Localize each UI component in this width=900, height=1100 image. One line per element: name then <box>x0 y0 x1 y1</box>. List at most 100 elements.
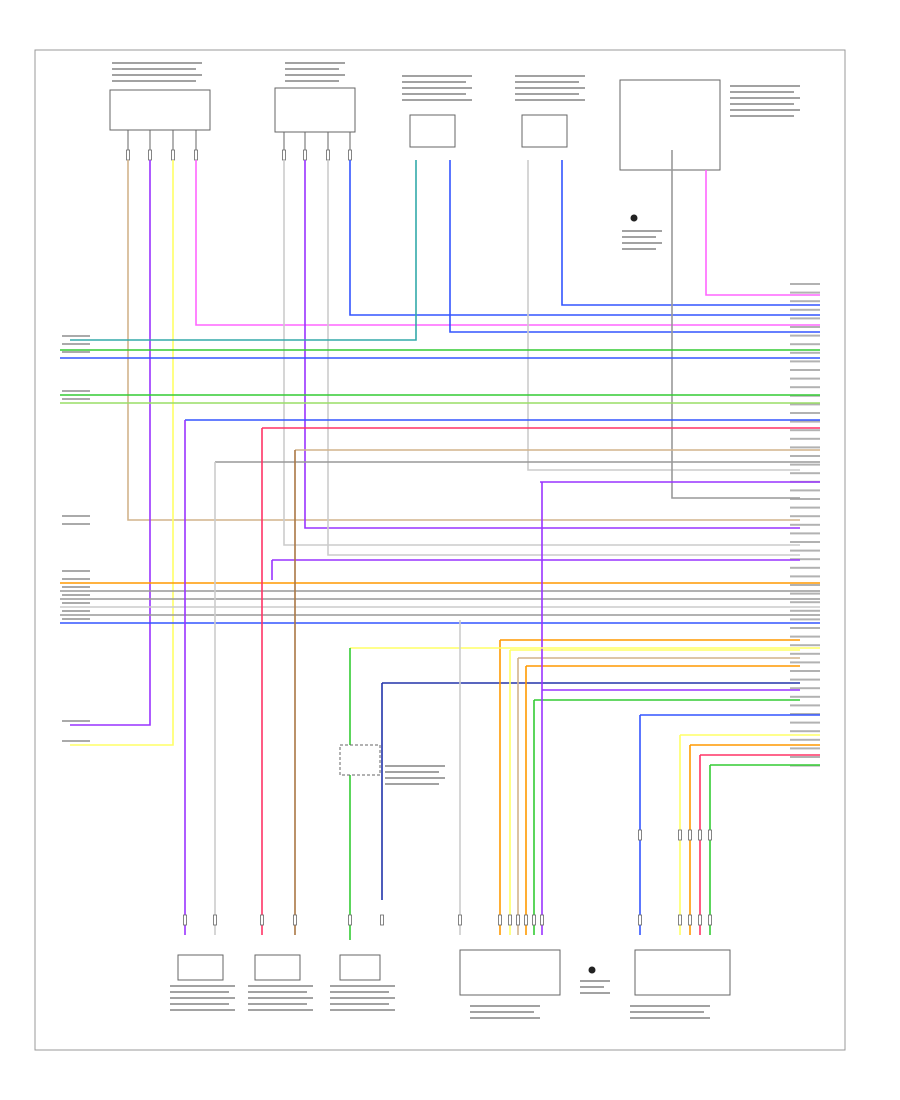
component-door-module-right <box>274 87 356 133</box>
right-wire-label <box>790 532 820 535</box>
right-wire-label <box>790 463 820 466</box>
component-module-top-right-label-line <box>730 103 794 105</box>
pin-connector-bottom <box>498 914 502 926</box>
right-wire-label <box>790 566 820 569</box>
ground-top-right-label <box>622 230 662 250</box>
right-wire-label <box>790 584 820 586</box>
component-bottom-1-label-line <box>170 997 235 999</box>
pin-connector-bottom <box>183 914 187 926</box>
pin-connector <box>194 149 198 161</box>
right-wire-label <box>790 670 820 672</box>
left-wire-label <box>62 618 90 620</box>
pin-connector-bottom <box>213 914 217 926</box>
left-wire-label <box>62 343 90 345</box>
wire-white-1 <box>283 160 800 546</box>
pin-connector-bottom <box>688 914 692 926</box>
ground-top-right-label-line <box>622 236 656 238</box>
component-bottom-2-label-line <box>248 991 307 993</box>
component-door-module-left-label-line <box>112 80 196 82</box>
component-module-top-right-label-line <box>730 115 794 117</box>
component-bottom-1-label-line <box>170 1003 229 1005</box>
component-door-module-right-label-line <box>285 74 345 76</box>
ground-bottom <box>588 966 596 974</box>
wire-blue-sensor <box>449 160 820 333</box>
component-bottom-1-label-line <box>170 1009 235 1011</box>
left-wire-label <box>62 570 90 572</box>
right-wire-label <box>790 360 820 363</box>
component-door-module-right-label-line <box>285 68 339 70</box>
component-door-module-right-label <box>285 62 345 82</box>
right-wire-label <box>790 609 820 612</box>
pin-connector-bottom <box>380 914 384 926</box>
right-wire-label <box>790 601 820 604</box>
component-sensor-b-label-line <box>515 81 579 83</box>
ground-top-right-label-line <box>622 230 662 232</box>
ground-bottom-label-line <box>580 992 610 994</box>
pin-connector-bottom <box>708 914 712 926</box>
component-sensor-b-label-line <box>515 99 585 101</box>
wire-tan-1 <box>127 160 800 521</box>
right-wire-label <box>790 412 820 414</box>
right-wire-label <box>790 549 820 552</box>
pin-connector-bottom <box>260 914 264 926</box>
pin-connector-bottom <box>532 914 536 926</box>
component-bottom-5-label-line <box>630 1005 710 1007</box>
pin-connector-bottom <box>458 914 462 926</box>
pin-connector <box>282 149 286 161</box>
pin-connector-bottom <box>516 914 520 926</box>
wire-gray-tr <box>671 150 800 499</box>
right-wire-label <box>790 627 820 629</box>
component-bottom-3-label-line <box>330 985 395 987</box>
pin-connector-bottom-upper <box>698 829 702 841</box>
component-bottom-5 <box>634 949 731 996</box>
component-bottom-3-label-line <box>330 991 389 993</box>
component-bottom-2-label-line <box>248 997 313 999</box>
pin-connector <box>148 149 152 161</box>
wire-yellow-left <box>70 160 174 746</box>
component-bottom-4-label <box>470 1005 540 1019</box>
wire-teal <box>70 160 417 341</box>
left-wire-label <box>62 602 90 604</box>
right-wire-label <box>790 747 820 750</box>
component-bottom-4-label-line <box>470 1005 540 1007</box>
pin-connector-bottom <box>508 914 512 926</box>
right-wire-label <box>790 635 820 638</box>
ground-bottom-label-line <box>580 986 604 988</box>
component-bottom-2-label <box>248 985 313 1011</box>
right-wire-label <box>790 283 820 285</box>
component-relay <box>339 744 381 776</box>
right-wire-label <box>790 343 820 346</box>
component-module-top-right-label-line <box>730 91 794 93</box>
component-sensor-b-label <box>515 75 585 101</box>
component-bottom-5-label-line <box>630 1011 704 1013</box>
pin-connector-bottom <box>698 914 702 926</box>
right-wire-label <box>790 351 820 354</box>
pin-connector-bottom-upper <box>678 829 682 841</box>
right-wire-label <box>790 687 820 690</box>
component-sensor-a-label <box>402 75 472 101</box>
right-wire-label <box>790 446 820 449</box>
pin-connector-bottom <box>293 914 297 926</box>
right-wire-label <box>790 738 820 741</box>
right-wire-label <box>790 386 820 389</box>
right-wire-label <box>790 334 820 337</box>
right-wire-label <box>790 291 820 294</box>
right-wire-label <box>790 300 820 303</box>
component-bottom-2-label-line <box>248 1003 307 1005</box>
right-wire-label <box>790 704 820 707</box>
right-wire-label <box>790 721 820 724</box>
component-bottom-5-label-line <box>630 1017 710 1019</box>
component-door-module-left-label-line <box>112 68 196 70</box>
left-wire-label <box>62 740 90 742</box>
component-module-top-right-label <box>730 85 800 117</box>
wire-violet-left <box>70 160 151 726</box>
left-wire-label <box>62 390 90 392</box>
left-wire-label <box>62 335 90 337</box>
right-wire-label <box>790 695 820 698</box>
pin-connector-bottom-upper <box>638 829 642 841</box>
right-wire-label <box>790 618 820 621</box>
ground-top-right-label-line <box>622 242 662 244</box>
right-wire-label <box>790 377 820 380</box>
component-module-top-right <box>619 79 721 171</box>
left-wire-label <box>62 523 90 525</box>
